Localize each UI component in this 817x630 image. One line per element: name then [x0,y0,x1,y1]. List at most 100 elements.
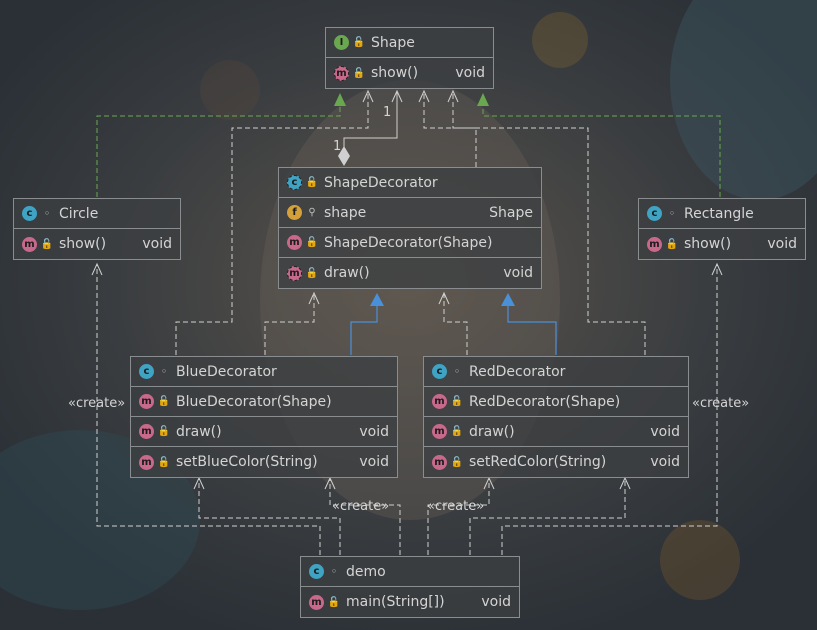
dependency-edges [96,92,718,555]
realization-arrowhead [334,93,346,106]
shape-decorator-node[interactable]: c 🔓 ShapeDecorator f ⚲ shape Shape m 🔓 S… [278,167,542,289]
member-type: void [650,423,680,440]
abstract-class-icon: c [287,175,302,190]
node-header[interactable]: c 🔓 ShapeDecorator [279,168,541,198]
realization-edges [96,100,721,197]
red-decorator-node[interactable]: c ◦ RedDecorator m 🔓 RedDecorator(Shape)… [423,356,689,478]
blue-depends-shape-edge [175,92,369,355]
red-depends-decorator-edge [443,294,468,355]
method-icon: m [139,454,154,470]
node-title: RedDecorator [469,363,566,380]
create-stereotype-label: «create» [427,499,485,514]
realization-arrowhead [477,93,489,106]
circle-class-node[interactable]: c ◦ Circle m 🔓 show() void [13,198,181,260]
demo-creates-blue-edge [329,479,401,555]
method-row[interactable]: m 🔓 show() void [14,229,180,259]
method-row[interactable]: m 🔓 draw() void [131,417,397,447]
node-header[interactable]: c ◦ demo [301,557,519,587]
method-icon: m [432,454,447,470]
key-icon: ⚲ [308,207,316,218]
lock-icon: 🔓 [305,177,319,188]
interface-icon: I [334,35,349,50]
node-header[interactable]: I 🔓 Shape [326,28,493,58]
member-name: shape [324,204,367,221]
method-row[interactable]: m 🔓 RedDecorator(Shape) [424,387,688,417]
node-title: Rectangle [684,205,754,222]
create-stereotype-label: «create» [692,396,750,411]
node-title: ShapeDecorator [324,174,438,191]
member-name: draw() [469,423,515,440]
method-icon: m [432,394,447,409]
shape-interface-node[interactable]: I 🔓 Shape m 🔓 show() void [325,27,494,89]
demo-creates-circle-edge [96,265,321,555]
method-icon: m [139,424,154,439]
method-row[interactable]: m 🔓 main(String[]) void [301,587,519,617]
package-visibility-icon: ◦ [330,565,338,578]
method-row[interactable]: m 🔓 show() void [639,229,805,259]
field-icon: f [287,205,302,220]
member-name: show() [371,65,419,81]
method-icon: m [647,236,662,252]
method-row[interactable]: m 🔓 ShapeDecorator(Shape) [279,228,541,258]
demo-class-node[interactable]: c ◦ demo m 🔓 main(String[]) void [300,556,520,618]
member-type: void [142,236,172,252]
node-header[interactable]: c ◦ RedDecorator [424,357,688,387]
node-title: Shape [371,34,415,51]
inheritance-edges [350,305,557,355]
field-row[interactable]: f ⚲ shape Shape [279,198,541,228]
method-icon: m [432,424,447,439]
package-visibility-icon: ◦ [453,365,461,378]
member-type: void [359,423,389,440]
demo-creates-red-edge [469,479,626,555]
multiplicity-label: 1 [333,139,342,154]
multiplicity-label: 1 [383,105,392,120]
node-header[interactable]: c ◦ Rectangle [639,199,805,229]
blue-depends-decorator-edge [264,294,315,355]
member-type: void [359,454,389,470]
method-icon: m [22,236,37,252]
class-icon: c [432,364,447,379]
method-row[interactable]: m 🔓 setBlueColor(String) void [131,447,397,477]
lock-icon: 🔓 [352,37,366,48]
member-type: void [767,236,797,252]
node-header[interactable]: c ◦ BlueDecorator [131,357,397,387]
node-title: BlueDecorator [176,363,277,380]
inheritance-arrowhead [370,293,384,306]
inheritance-arrowhead [501,293,515,306]
method-row[interactable]: m 🔓 draw() void [424,417,688,447]
rectangle-class-node[interactable]: c ◦ Rectangle m 🔓 show() void [638,198,806,260]
member-name: show() [59,236,107,252]
node-title: demo [346,563,386,580]
lock-icon: 🔓 [157,396,171,407]
member-name: show() [684,236,732,252]
lock-icon: 🔓 [157,456,171,468]
runnable-class-icon: c [309,564,324,579]
class-icon: c [22,206,37,221]
demo-creates-blue-edge [198,479,341,555]
member-name: ShapeDecorator(Shape) [324,234,493,251]
blue-decorator-node[interactable]: c ◦ BlueDecorator m 🔓 BlueDecorator(Shap… [130,356,398,478]
member-name: setBlueColor(String) [176,454,318,470]
lock-icon: 🔓 [352,67,366,79]
demo-creates-red-edge [427,479,490,555]
class-icon: c [647,206,662,221]
member-name: main(String[]) [346,594,445,610]
method-row[interactable]: m 🔓 draw() void [279,258,541,288]
member-name: setRedColor(String) [469,454,607,470]
package-visibility-icon: ◦ [160,365,168,378]
lock-icon: 🔓 [40,238,54,250]
member-name: BlueDecorator(Shape) [176,393,332,410]
method-row[interactable]: m 🔓 show() void [326,58,493,88]
member-type: Shape [489,204,533,221]
rectangle-realizes-shape-edge [482,100,721,197]
node-title: Circle [59,205,99,222]
lock-icon: 🔓 [665,238,679,250]
lock-icon: 🔓 [305,237,319,248]
member-type: void [455,65,485,81]
method-row[interactable]: m 🔓 setRedColor(String) void [424,447,688,477]
member-type: void [503,265,533,281]
node-header[interactable]: c ◦ Circle [14,199,180,229]
package-visibility-icon: ◦ [668,207,676,220]
method-row[interactable]: m 🔓 BlueDecorator(Shape) [131,387,397,417]
create-stereotype-label: «create» [68,396,126,411]
